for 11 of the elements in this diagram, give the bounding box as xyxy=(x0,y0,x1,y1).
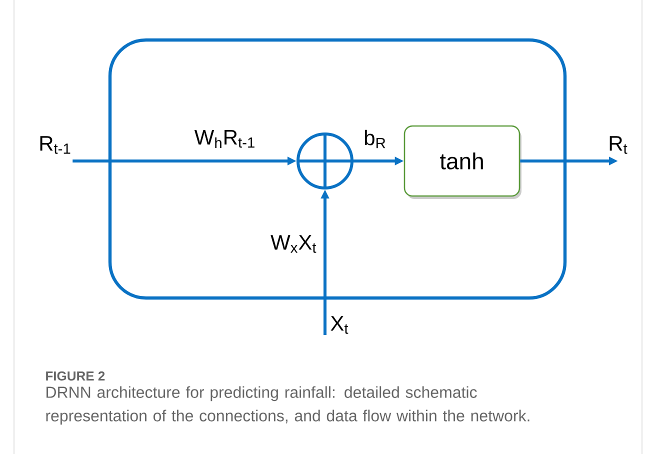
signal-label: R$_{t-1}$ xyxy=(40,136,70,154)
caption: DRNN architecture for predicting rainfall: detailed schematic representation of the connections, and data flow within the network. xyxy=(46,386,530,425)
signal-label: X$_{t}$ xyxy=(330,316,348,334)
figure-label: FIGURE 2 xyxy=(46,371,105,381)
edge-label: W$_{h}$R$_{t-1}$ xyxy=(193,129,257,149)
cell-box xyxy=(108,38,567,300)
signal-label: R$_{t}$ xyxy=(610,136,628,154)
function-box: tanh xyxy=(404,125,520,197)
sum-circle xyxy=(295,131,355,191)
edge-label: b$_{R}$ xyxy=(362,128,388,150)
edge-label: W$_{x}$X$_{t}$ xyxy=(270,234,318,254)
